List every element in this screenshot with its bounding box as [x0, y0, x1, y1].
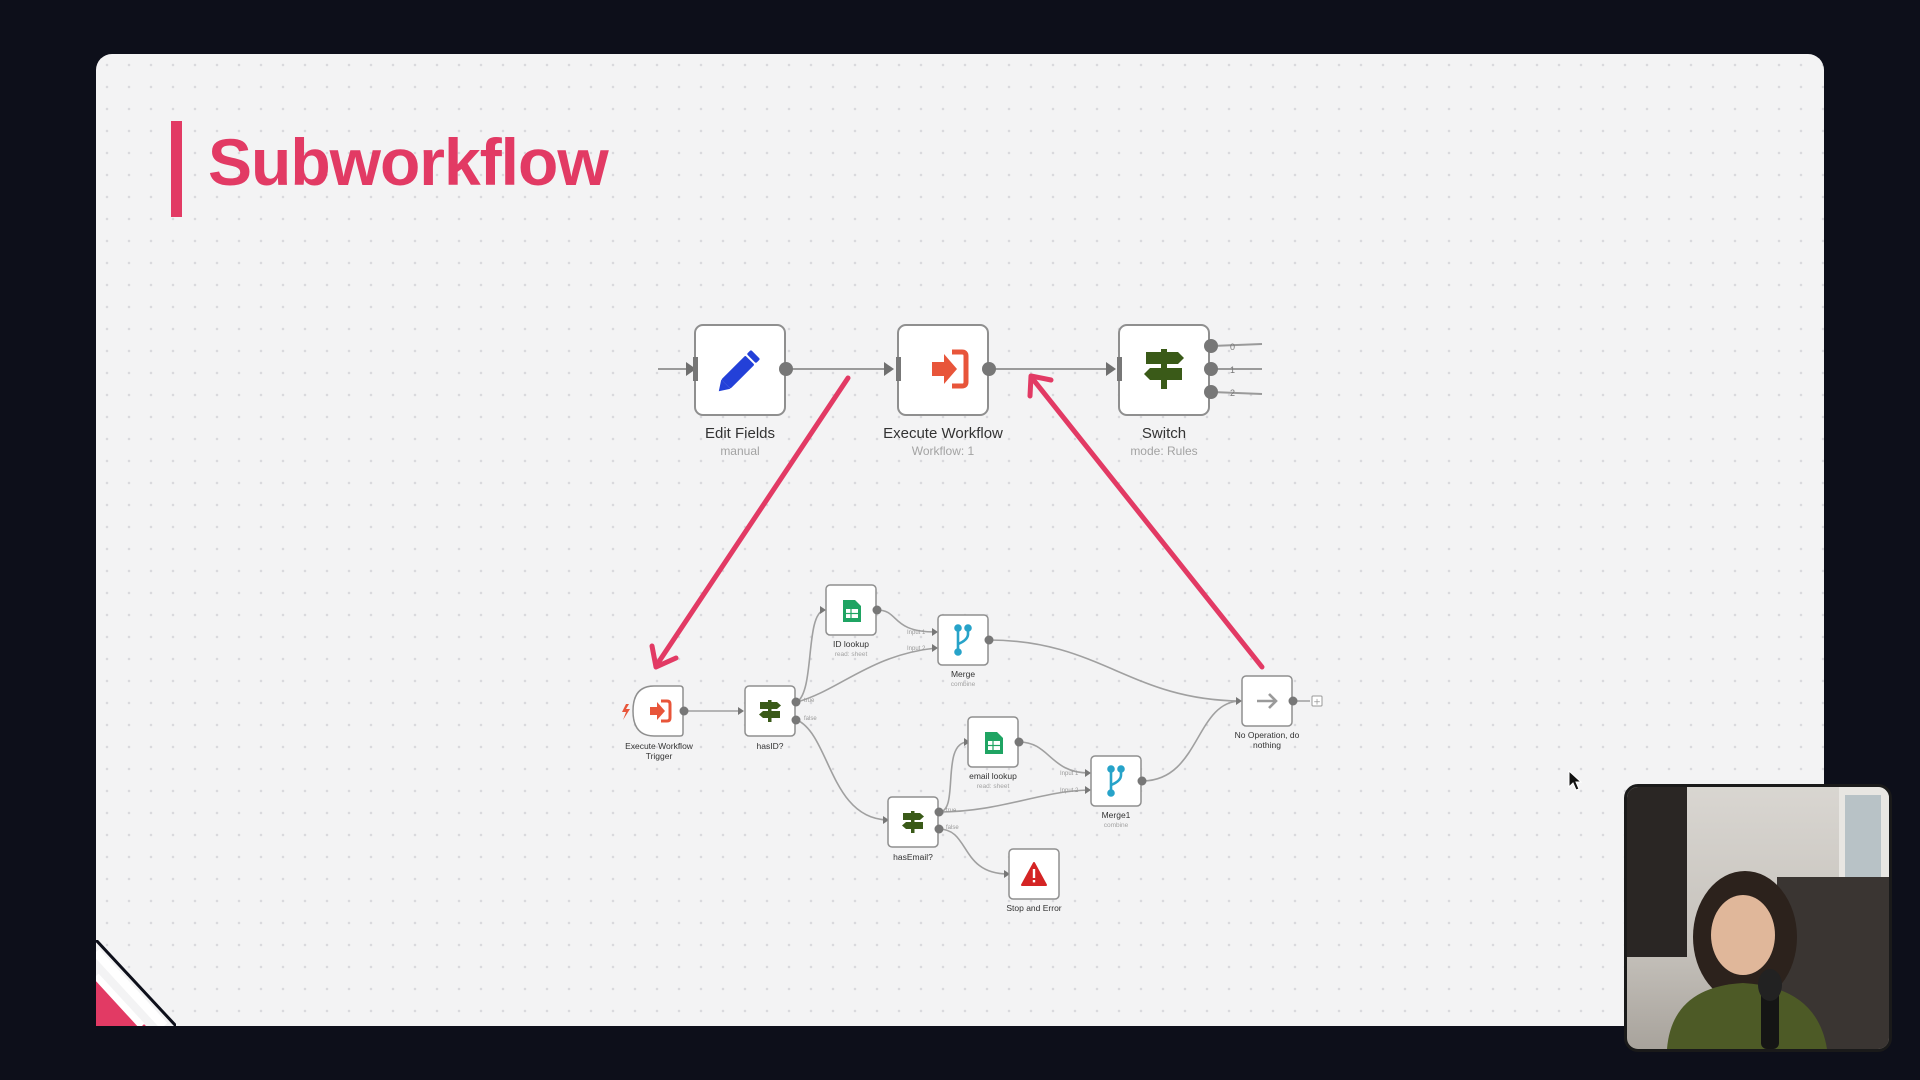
node-label-hasemail: hasEmail? [893, 852, 933, 862]
title-accent-bar [171, 121, 182, 217]
in-arrow-noop [1236, 697, 1242, 705]
mouse-cursor [1568, 770, 1583, 791]
signpost-icon [902, 811, 924, 833]
hasemail-false-label: false [946, 825, 959, 831]
input-arrow-edit-fields [686, 362, 696, 376]
presenter-video [1627, 787, 1889, 1049]
signpost-icon [1144, 349, 1184, 389]
conn-hasid-merge-input2 [796, 647, 937, 703]
node-sub-edit-fields: manual [720, 444, 759, 458]
node-label-switch: Switch [1142, 425, 1186, 442]
node-label-execute-workflow: Execute Workflow [883, 425, 1003, 442]
node-hasid[interactable]: hasID? [744, 685, 801, 751]
merge-icon [1107, 765, 1125, 797]
sub-flow-connectors [684, 609, 1310, 875]
in-arrow-hasid [738, 707, 744, 715]
conn-hasemail-merge1-input2 [938, 789, 1090, 813]
conn-hasid-idlookup [796, 609, 825, 703]
arrowhead-up [1027, 373, 1054, 399]
conn-emaillookup-merge1 [1018, 741, 1090, 774]
signpost-icon [759, 700, 781, 722]
conn-idlookup-merge [876, 609, 937, 633]
sheets-icon [985, 732, 1003, 754]
hasid-true-label: true [804, 698, 815, 704]
in-arrow-idlookup [820, 606, 826, 614]
arrowhead-down [649, 643, 679, 670]
conn-merge-noop [988, 639, 1241, 702]
node-execute-workflow[interactable]: Execute Workflow Workflow: 1 [883, 324, 1003, 458]
connector-switch-out-0 [1211, 343, 1263, 347]
in-arrow-hasemail [883, 816, 889, 824]
in-arrow-merge-1 [932, 628, 938, 636]
switch-output-label-1: 1 [1230, 365, 1235, 375]
node-label2-execute-workflow-trigger: Trigger [646, 751, 673, 761]
node-edit-fields[interactable]: Edit Fields manual [693, 324, 793, 458]
hasid-false-label: false [804, 716, 817, 722]
in-arrow-merge1-2 [1085, 786, 1091, 794]
node-sub-merge1: combine [1104, 822, 1129, 829]
node-stop-and-error[interactable]: Stop and Error [1006, 848, 1062, 913]
node-label-no-operation: No Operation, do [1235, 730, 1300, 740]
pink-arrows [649, 373, 1265, 670]
merge1-input1-label: Input 1 [1060, 771, 1079, 777]
node-merge1[interactable]: Merge1 combine [1090, 755, 1147, 829]
hasemail-true-label: true [946, 808, 957, 814]
arrow-execute-to-subflow [653, 375, 851, 669]
input-arrow-switch [1106, 362, 1116, 376]
merge-icon [954, 624, 972, 656]
add-node-button[interactable] [1311, 695, 1323, 707]
conn-hasid-hasemail [796, 719, 888, 821]
input-arrow-execute [884, 362, 894, 376]
corner-logo [96, 940, 176, 1026]
node-label-hasid: hasID? [757, 741, 784, 751]
node-label-id-lookup: ID lookup [833, 639, 869, 649]
merge-input1-label: Input 1 [907, 630, 926, 636]
conn-hasemail-emaillookup [938, 741, 969, 813]
in-arrow-emaillookup [964, 738, 970, 746]
slide: Subworkflow [96, 54, 1824, 1026]
node-no-operation[interactable]: + No Operation, do nothing [1235, 675, 1323, 750]
sign-in-arrow-icon [650, 699, 672, 723]
conn-hasemail-stop [938, 828, 1009, 875]
switch-output-label-2: 2 [1230, 388, 1235, 398]
merge-input2-label: Input 2 [907, 646, 926, 652]
node-sub-email-lookup: read: sheet [977, 783, 1010, 790]
trigger-bolt-icon [622, 704, 630, 720]
pencil-icon [718, 350, 760, 392]
warning-icon [1021, 862, 1047, 886]
in-arrow-stop [1004, 870, 1010, 878]
node-sub-switch: mode: Rules [1130, 444, 1197, 458]
node-email-lookup[interactable]: email lookup read: sheet [967, 716, 1024, 790]
arrow-subflow-to-execute [1029, 375, 1265, 670]
conn-merge1-noop [1141, 700, 1241, 782]
arrow-right-icon [1257, 693, 1278, 709]
in-arrow-merge-2 [932, 644, 938, 652]
node-hasemail[interactable]: hasEmail? [887, 796, 944, 862]
node-id-lookup[interactable]: ID lookup read: sheet [825, 584, 882, 658]
webcam-overlay [1624, 784, 1892, 1052]
node-execute-workflow-trigger[interactable]: Execute Workflow Trigger [622, 685, 694, 761]
node-label2-no-operation: nothing [1253, 740, 1281, 750]
node-merge[interactable]: Merge combine [937, 614, 994, 688]
sheets-icon [843, 600, 861, 622]
slide-title: Subworkflow [208, 125, 609, 199]
node-label-merge1: Merge1 [1102, 810, 1131, 820]
node-switch[interactable]: 0 1 2 Switch mode: Rules [1117, 324, 1235, 458]
node-label-merge: Merge [951, 669, 975, 679]
node-sub-id-lookup: read: sheet [835, 651, 868, 658]
sign-in-arrow-icon [932, 349, 969, 389]
node-label-execute-workflow-trigger: Execute Workflow [625, 741, 694, 751]
node-label-stop-and-error: Stop and Error [1006, 903, 1061, 913]
node-sub-merge: combine [951, 681, 976, 688]
merge1-input2-label: Input 2 [1060, 788, 1079, 794]
node-label-edit-fields: Edit Fields [705, 425, 775, 442]
plus-icon: + [1313, 698, 1321, 708]
node-label-email-lookup: email lookup [969, 771, 1017, 781]
in-arrow-merge1-1 [1085, 769, 1091, 777]
connector-switch-out-2 [1211, 391, 1263, 395]
switch-output-label-0: 0 [1230, 342, 1235, 352]
node-sub-execute-workflow: Workflow: 1 [912, 444, 975, 458]
